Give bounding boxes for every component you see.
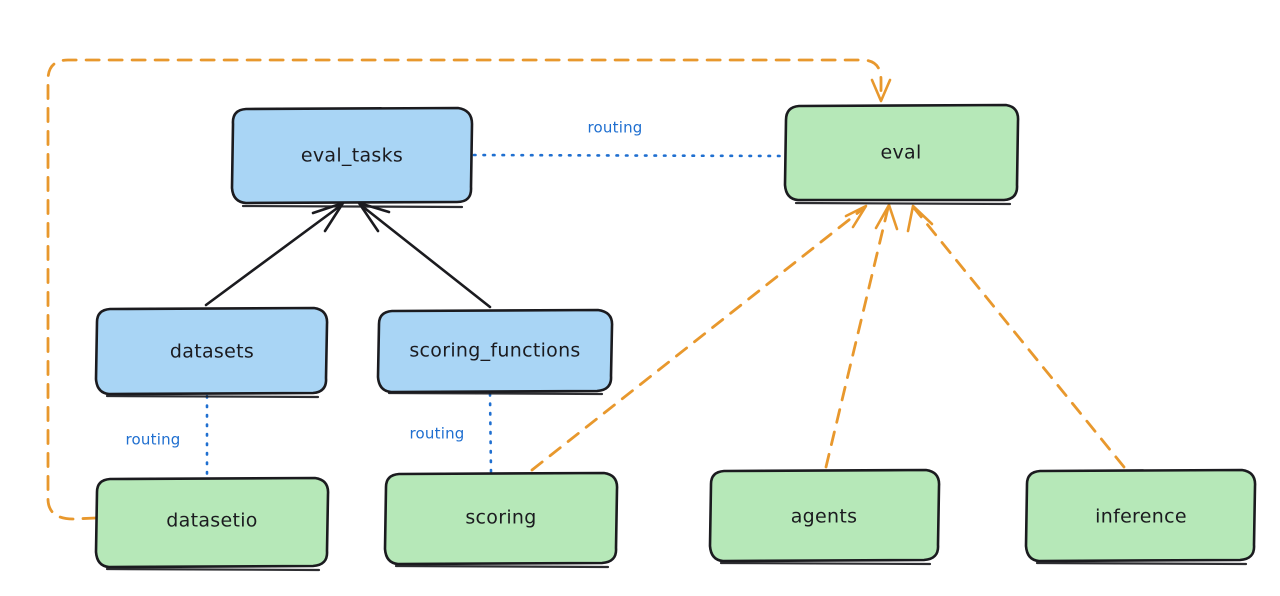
edge-label-routing-datasets: routing <box>126 431 181 449</box>
node-eval[interactable]: eval <box>783 103 1020 206</box>
edge-datasetio-to-eval <box>46 58 892 521</box>
edge-datasets-to-eval_tasks <box>204 201 345 307</box>
node-label-datasetio: datasetio <box>166 510 257 532</box>
edge-scoring_functions-to-eval_tasks <box>357 201 492 309</box>
node-label-scoring-functions: scoring_functions <box>409 340 580 362</box>
edge-scoring-to-eval <box>530 204 868 472</box>
node-label-eval-tasks: eval_tasks <box>301 145 403 167</box>
node-label-scoring: scoring <box>465 507 536 529</box>
edge-scoring_functions-to-scoring <box>488 392 493 474</box>
node-agents[interactable]: agents <box>708 468 941 566</box>
node-label-datasets: datasets <box>170 341 254 363</box>
node-datasetio[interactable]: datasetio <box>94 476 330 572</box>
node-label-agents: agents <box>791 506 858 528</box>
node-scoring-functions[interactable]: scoring_functions <box>376 308 614 396</box>
node-scoring[interactable]: scoring <box>383 471 619 569</box>
node-label-eval: eval <box>880 142 921 164</box>
edge-eval_tasks-to-eval <box>472 153 785 158</box>
edge-agents-to-eval <box>824 203 899 469</box>
edge-label-routing-scoring: routing <box>410 425 465 443</box>
node-eval-tasks[interactable]: eval_tasks <box>230 106 474 209</box>
edge-label-routing-eval: routing <box>588 119 643 137</box>
node-inference[interactable]: inference <box>1024 468 1257 566</box>
node-datasets[interactable]: datasets <box>94 306 329 399</box>
edge-inference-to-eval <box>906 204 1126 469</box>
node-label-inference: inference <box>1095 506 1187 528</box>
